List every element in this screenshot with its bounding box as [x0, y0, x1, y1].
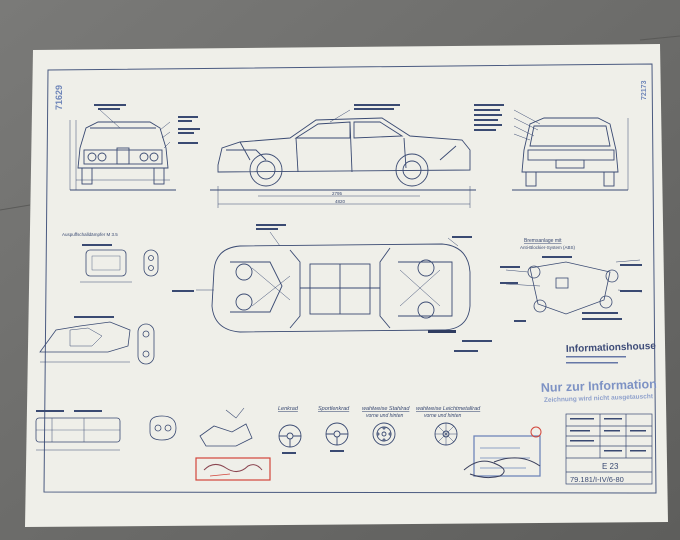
steel-wheel-label: wahlweise Stahlrad [362, 406, 410, 412]
exhaust-notes [36, 244, 114, 412]
title-block-drawing-number: 79.181/I-IV/6-80 [570, 475, 624, 484]
front-view-notes [94, 104, 200, 144]
side-view-drawing [210, 109, 476, 208]
brake-title: Bremsanlage mit [524, 238, 562, 244]
info-house-stamp: Informationshouse [566, 341, 657, 355]
title-block-fine-print [570, 418, 646, 452]
steering-wheel-drawing [278, 424, 302, 448]
nur-zur-information-stamp: Nur zur Information [541, 377, 657, 395]
rear-view-notes [474, 104, 504, 131]
alloy-wheel-drawing [434, 422, 458, 446]
red-signature-stamp [195, 457, 271, 481]
overall-length-dimension: 4820 [335, 199, 346, 204]
alloy-wheel-sublabel: vorne und hinten [424, 413, 461, 419]
drawing-frame [43, 63, 657, 494]
floor-tile-seam [0, 204, 31, 211]
red-corner-mark [530, 426, 542, 438]
top-view-chassis-drawing [196, 231, 471, 333]
wheel-dimension-notes [282, 450, 344, 454]
title-block [565, 413, 653, 485]
brake-notes [500, 256, 642, 322]
front-view-drawing [69, 109, 176, 191]
brake-subtitle: Anti-Blockier-System (ABS) [520, 245, 576, 250]
steering-wheel-label: Lenkrad [278, 406, 299, 412]
sheet-number-right: 72173 [641, 80, 648, 100]
nur-zur-information-substamp: Zeichnung wird nicht ausgetauscht [544, 393, 654, 404]
sheet-number-vertical: 71629 [54, 85, 64, 110]
paper-sheet [25, 44, 668, 527]
exhaust-muffler-drawings [35, 249, 253, 451]
sport-wheel-drawing [325, 422, 349, 446]
info-house-stamp-lines [566, 356, 626, 364]
title-block-model: E 23 [602, 462, 619, 471]
handwritten-signature [463, 457, 541, 479]
wheelbase-dimension: 2795 [332, 191, 343, 196]
sport-wheel-label: Sportlenkrad [318, 406, 350, 412]
rear-view-drawing [512, 109, 629, 191]
top-view-callout-bars [172, 224, 492, 352]
floor-tile-seam [639, 35, 680, 41]
exhaust-title: Auspuffschalldämpfer M 3.5 [62, 232, 118, 237]
steel-wheel-drawing [372, 422, 396, 446]
side-view-notes [354, 104, 400, 110]
alloy-wheel-label: wahlweise Leichtmetallrad [416, 406, 481, 412]
brake-system-drawing [505, 259, 643, 315]
steel-wheel-sublabel: vorne und hinten [366, 413, 403, 419]
